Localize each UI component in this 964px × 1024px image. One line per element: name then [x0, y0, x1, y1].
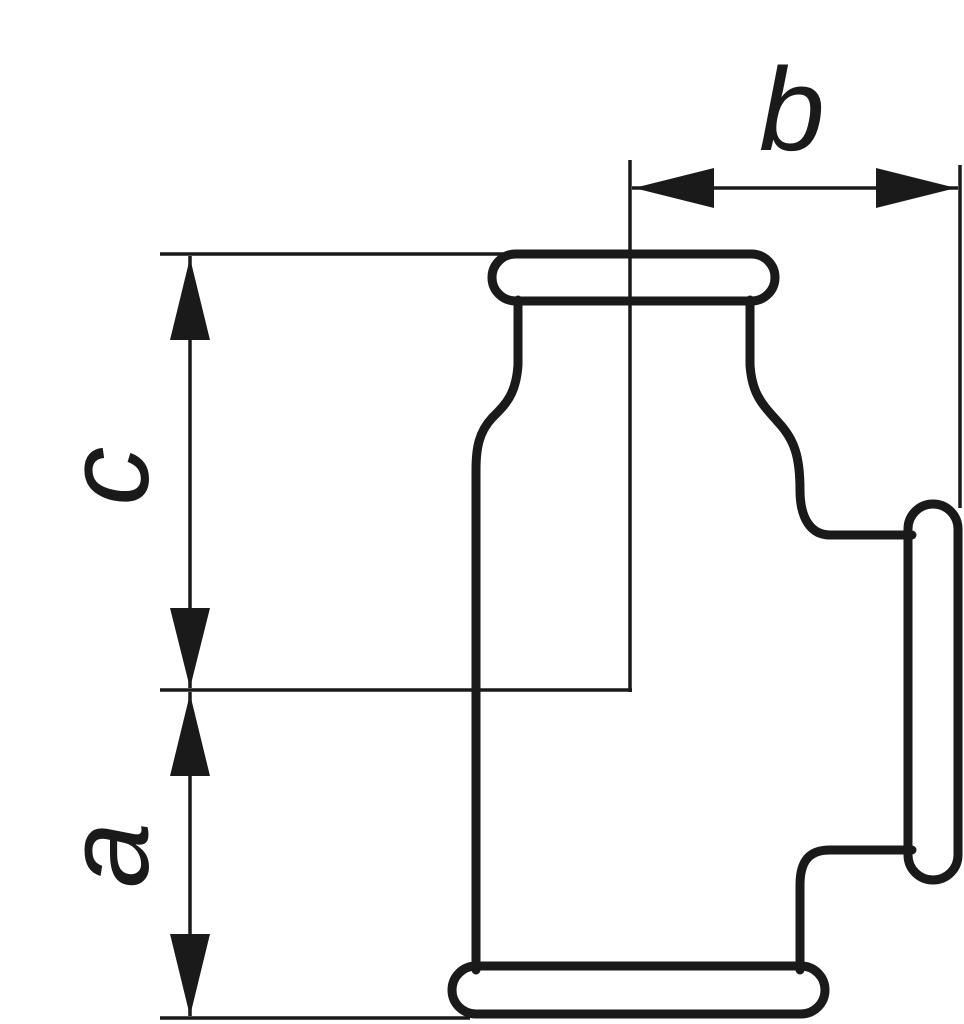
- arrow-c-bottom: [170, 608, 210, 688]
- arrow-b-right: [876, 168, 956, 208]
- arrow-c-top: [170, 258, 210, 340]
- label-c: c: [42, 447, 174, 506]
- arrow-a-top: [170, 694, 210, 776]
- arrow-a-bottom: [170, 934, 210, 1016]
- dimension-labels: b c a: [42, 44, 825, 888]
- dimension-lines: [160, 160, 962, 1020]
- arrow-b-left: [634, 168, 714, 208]
- branch-end-bead: [903, 499, 963, 885]
- bottom-end-bead: [447, 961, 830, 1019]
- top-end-bead: [487, 249, 780, 306]
- label-a: a: [42, 822, 174, 888]
- label-b: b: [759, 44, 825, 176]
- tee-fitting: [447, 249, 963, 1019]
- tee-body-outline: [471, 295, 917, 975]
